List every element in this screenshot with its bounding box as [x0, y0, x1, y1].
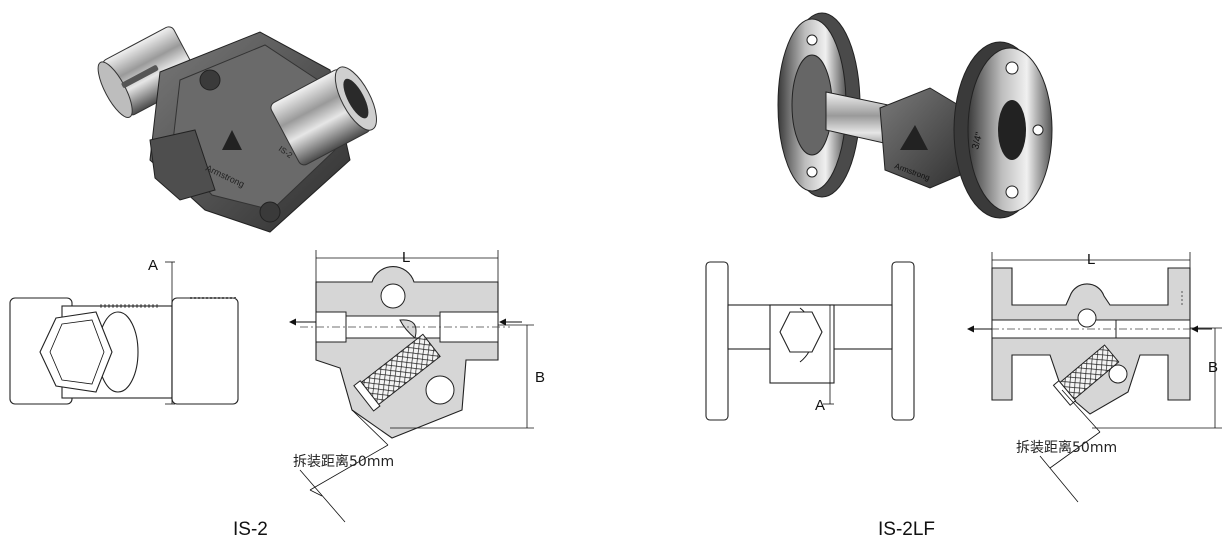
- is2lf-dim-b-label: B: [1208, 359, 1218, 376]
- is2-model-label: IS-2: [233, 519, 268, 540]
- is2lf-side-view: A: [705, 261, 915, 421]
- is2lf-section-view: L B 拆装距离50mm: [967, 251, 1222, 503]
- is2lf-dim-l-label: L: [1087, 251, 1095, 268]
- is2lf-model-label: IS-2LF: [878, 519, 935, 540]
- is2-dim-l-label: L: [402, 249, 410, 266]
- is2lf-photo-size-mark: 3/4": [970, 131, 985, 151]
- is2-removal-note: 拆装距离50mm: [293, 453, 394, 470]
- is2-section-view: L B 拆装距离50mm: [289, 249, 545, 523]
- is2lf-dim-a-label: A: [815, 397, 825, 414]
- is2-dim-b-label: B: [535, 369, 545, 386]
- is2-product-photo: Armstrong IS-2: [97, 26, 377, 233]
- is2-dim-a-label: A: [148, 257, 158, 274]
- is2lf-removal-note: 拆装距离50mm: [1016, 439, 1117, 456]
- is2lf-product-photo: Armstrong 3/4": [777, 12, 1053, 219]
- is2-side-view: A: [9, 257, 239, 405]
